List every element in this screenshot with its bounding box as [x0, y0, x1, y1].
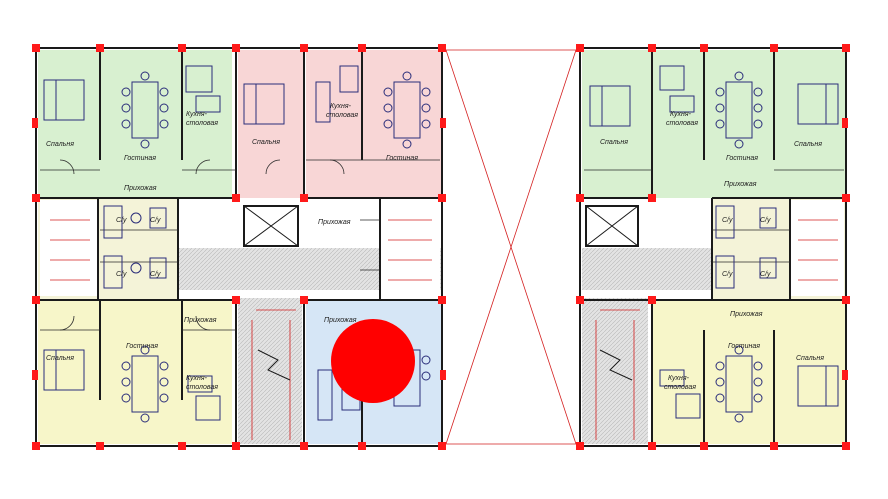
label-living-1: Гостиная	[124, 155, 156, 162]
label-bath-1: С/у	[116, 217, 127, 224]
label-kitchen-1a: Кухня-	[186, 111, 208, 118]
label-hall-1: Прихожая	[124, 185, 157, 192]
label-bedroom-5: Спальня	[794, 141, 822, 148]
label-living-3: Гостиная	[126, 343, 158, 350]
label-bath-5: С/у	[722, 217, 733, 224]
label-kitchen-5a: Кухня-	[668, 375, 690, 382]
label-kitchen-3a: Кухня-	[186, 375, 208, 382]
label-hall-2: Прихожая	[318, 219, 351, 226]
elevator-left	[243, 205, 299, 247]
label-kitchen-3b: столовая	[186, 384, 218, 391]
label-bath-2: С/у	[150, 217, 161, 224]
label-kitchen-5b: столовая	[664, 384, 696, 391]
label-bedroom-4: Спальня	[600, 139, 628, 146]
elevator-right	[585, 205, 639, 247]
apt-yellow-right	[652, 300, 846, 444]
label-bath-7: С/у	[722, 271, 733, 278]
columns-right	[576, 44, 850, 450]
label-kitchen-4b: столовая	[666, 120, 698, 127]
label-bath-3: С/у	[116, 271, 127, 278]
label-bedroom-6: Спальня	[796, 355, 824, 362]
label-hall-3: Прихожая	[184, 317, 217, 324]
label-bath-6: С/у	[760, 217, 771, 224]
label-kitchen-2b: столовая	[326, 112, 358, 119]
connector	[445, 49, 577, 445]
stair-right-top	[380, 200, 440, 296]
label-kitchen-2a: Кухня-	[330, 103, 352, 110]
label-living-2: Гостиная	[386, 155, 418, 162]
marker-red-circle[interactable]	[331, 319, 415, 403]
label-bedroom-1: Спальня	[46, 141, 74, 148]
apt-pink-2	[306, 50, 442, 198]
corridor-right	[582, 248, 712, 290]
apt-green-left	[38, 50, 232, 198]
label-bath-4: С/у	[150, 271, 161, 278]
columns-left	[32, 44, 446, 450]
label-kitchen-4a: Кухня-	[670, 111, 692, 118]
label-bedroom-3: Спальня	[46, 355, 74, 362]
label-living-4: Гостиная	[726, 155, 758, 162]
right-building: Спальня Кухня- столовая Гостиная Спальня…	[576, 44, 850, 450]
stair-left-top	[40, 200, 98, 296]
label-bedroom-2: Спальня	[252, 139, 280, 146]
label-hall-5: Прихожая	[724, 181, 757, 188]
label-hall-4: Прихожая	[324, 317, 357, 324]
label-living-5: Гостиная	[728, 343, 760, 350]
stair-right	[582, 298, 648, 444]
label-bath-8: С/у	[760, 271, 771, 278]
label-kitchen-1b: столовая	[186, 120, 218, 127]
label-hall-6: Прихожая	[730, 311, 763, 318]
